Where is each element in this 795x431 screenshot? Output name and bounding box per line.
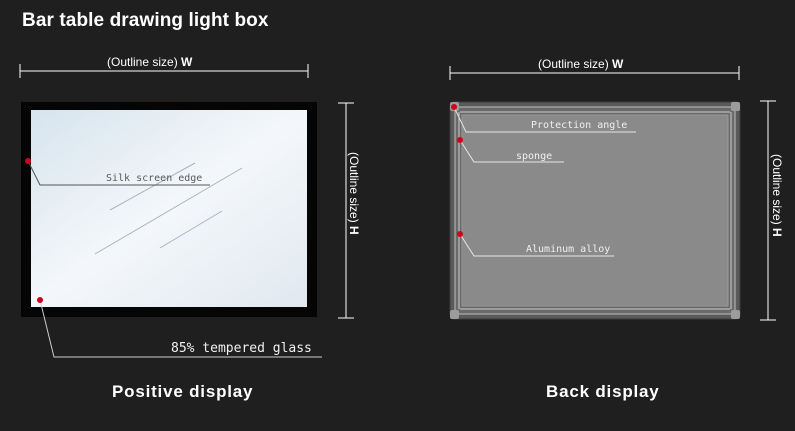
front-width-outline-text: (Outline size) [107,55,178,69]
back-width-letter: W [612,57,624,71]
protection-marker [451,104,457,110]
glass-reflection-lines [94,162,243,255]
glass-label: 85% tempered glass [171,341,312,356]
protection-label: Protection angle [531,120,628,131]
front-caption: Positive display [112,382,254,401]
back-width-outline-text: (Outline size) [538,57,609,71]
front-height-outline-text: (Outline size) [347,152,361,223]
glass-leader [39,299,322,358]
front-height-label: (Outline size) H [347,152,361,235]
front-width-label: (Outline size) W [107,55,192,69]
aluminum-leader [459,233,614,257]
back-height-label: (Outline size) H [770,154,784,237]
front-glass-panel [31,110,307,307]
back-width-label: (Outline size) W [538,57,623,71]
back-width-dimension [449,66,740,80]
silk-screen-marker [25,158,31,164]
back-panel [461,114,729,307]
front-width-letter: W [181,55,193,69]
silk-screen-label: Silk screen edge [106,173,203,184]
back-caption: Back display [546,382,660,401]
front-width-dimension [19,64,309,78]
sponge-marker [457,137,463,143]
back-height-outline-text: (Outline size) [770,154,784,225]
back-height-letter: H [770,228,784,237]
sponge-leader [459,139,564,163]
silk-screen-leader [27,160,210,186]
protection-leader [453,106,636,133]
aluminum-label: Aluminum alloy [526,244,611,255]
back-height-dimension [760,100,776,321]
front-height-letter: H [347,226,361,235]
glass-marker [37,297,43,303]
front-height-dimension [338,102,354,319]
diagram-title: Bar table drawing light box [22,10,269,31]
sponge-label: sponge [516,151,553,162]
aluminum-marker [457,231,463,237]
back-rail-lines [458,111,732,310]
